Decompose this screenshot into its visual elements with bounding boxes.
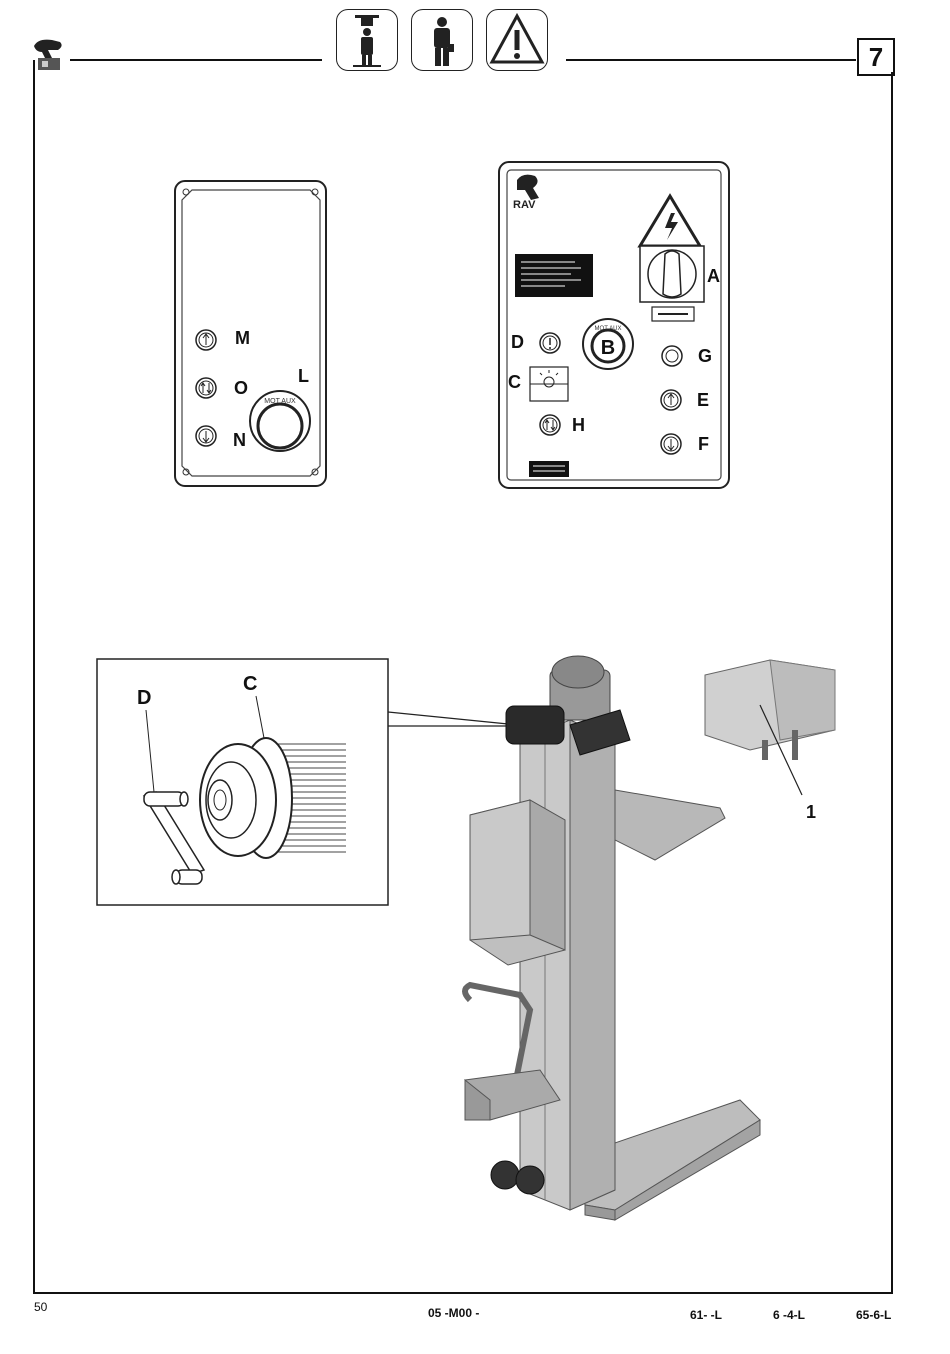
label-D: D — [511, 332, 524, 353]
updown-button-icon — [196, 378, 216, 398]
footer-page: 50 — [34, 1300, 47, 1314]
frame-bottom-border — [33, 1292, 893, 1294]
motor-drum-icon — [200, 738, 346, 858]
motor-icon — [506, 706, 564, 744]
up-button-icon — [661, 390, 681, 410]
knob-text: MOT AUX — [264, 398, 296, 405]
label-L: L — [298, 366, 309, 387]
up-button-icon — [196, 330, 216, 350]
lift-operator-icon — [336, 9, 398, 71]
callout-1: 1 — [806, 802, 816, 823]
frame-left-border — [33, 60, 35, 1292]
page-number-box: 7 — [857, 38, 895, 76]
lamp-indicator-icon — [530, 367, 568, 401]
operator-icon — [411, 9, 473, 71]
brand-text: RAV — [513, 199, 536, 211]
left-control-panel: MOT AUX — [170, 178, 330, 490]
knob-text: MOT AUX — [595, 326, 622, 332]
warning-icon — [486, 9, 548, 71]
emergency-button-icon — [540, 333, 560, 353]
header-rule-right — [566, 59, 856, 61]
frame-right-border — [891, 72, 893, 1292]
label-C: C — [508, 372, 521, 393]
header-rule-left — [70, 59, 322, 61]
label-F: F — [698, 434, 709, 455]
label-M: M — [235, 328, 250, 349]
down-button-icon — [661, 434, 681, 454]
detail-label-C: C — [243, 673, 257, 696]
footer-model-1: 61- -L — [690, 1308, 722, 1322]
label-B: B — [601, 337, 615, 359]
detail-label-D: D — [137, 687, 151, 710]
footer-doc-code: 05 -M00 - — [428, 1306, 479, 1320]
brand-logo-icon — [30, 36, 70, 76]
column-lift-illustration — [440, 630, 860, 1230]
label-H: H — [572, 415, 585, 436]
label-E: E — [697, 390, 709, 411]
down-button-icon — [196, 426, 216, 446]
label-O: O — [234, 378, 248, 399]
label-G: G — [698, 346, 712, 367]
label-A: A — [707, 266, 720, 287]
footer-model-3: 65-6-L — [856, 1308, 891, 1322]
info-plate — [515, 254, 593, 297]
footer-model-2: 6 -4-L — [773, 1308, 805, 1322]
indicator-lamp-icon — [662, 346, 682, 366]
updown-button-icon — [540, 415, 560, 435]
small-plate — [529, 461, 569, 477]
label-N: N — [233, 430, 246, 451]
